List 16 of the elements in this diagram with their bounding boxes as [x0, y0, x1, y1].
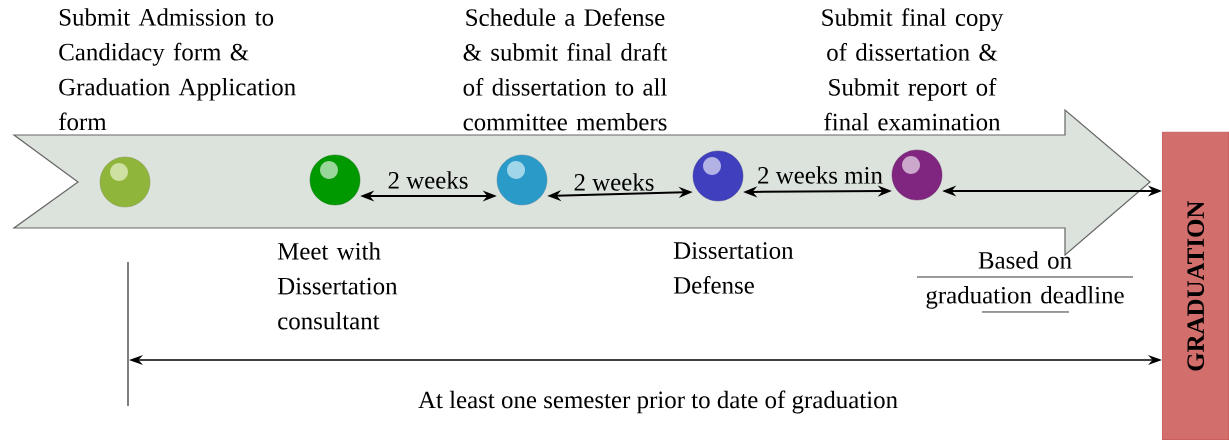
milestone-ball: [692, 150, 744, 202]
milestone-caption: Meet with Dissertation consultant: [277, 242, 398, 330]
milestone-ball: [891, 149, 943, 201]
edge-label: 2 weeks: [388, 171, 468, 189]
milestone-caption: Submit final copy of dissertation & Submit report of final examination: [822, 8, 1004, 131]
milestone-caption: Dissertation Defense: [673, 242, 794, 294]
graduation-bar: GRADUATION: [1162, 132, 1229, 440]
milestone-caption: Schedule a Defense & submit final draft of dissertation to all committee members: [463, 8, 668, 131]
milestone-caption: Submit Admission to Candidacy form & Graduation Application form: [59, 8, 296, 131]
milestone-ball: [309, 154, 361, 206]
milestone-ball: [496, 154, 548, 206]
dimension-label: At least one semester prior to date of graduation: [418, 390, 898, 414]
edge-label: Based on graduation deadline: [926, 251, 1124, 309]
edge-label: 2 weeks min: [758, 166, 883, 184]
edge-label: 2 weeks: [574, 173, 654, 191]
milestone-ball: [99, 156, 151, 208]
